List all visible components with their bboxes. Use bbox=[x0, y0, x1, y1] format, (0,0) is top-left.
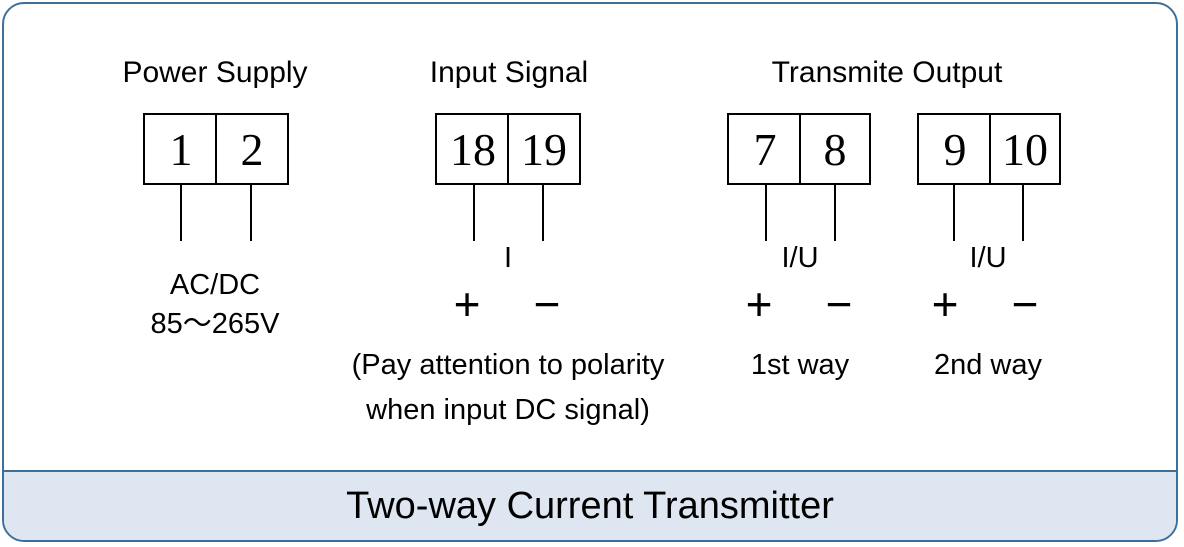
way1-plus-sign: + bbox=[745, 278, 773, 330]
way1-label: 1st way bbox=[750, 349, 850, 381]
input-note-line1: (Pay attention to polarity bbox=[351, 349, 665, 381]
footer-bar: Two-way Current Transmitter bbox=[4, 470, 1176, 540]
way1-type-label: I/U bbox=[781, 242, 819, 274]
input-signal-title: Input Signal bbox=[429, 56, 589, 89]
way2-label: 2nd way bbox=[933, 349, 1043, 381]
power-supply-spec: AC/DC 85～265V bbox=[151, 263, 280, 347]
power-spec-line2: 85～265V bbox=[150, 308, 280, 340]
terminal-1-lead bbox=[180, 185, 182, 241]
input-type-label: I bbox=[503, 242, 513, 274]
terminal-10-lead bbox=[1022, 185, 1024, 241]
terminal-9-lead bbox=[953, 185, 955, 241]
input-plus-sign: + bbox=[453, 278, 481, 330]
device-title: Two-way Current Transmitter bbox=[346, 484, 834, 527]
terminal-2-lead bbox=[250, 185, 252, 241]
power-supply-title: Power Supply bbox=[122, 56, 308, 89]
terminal-8-lead bbox=[834, 185, 836, 241]
terminal-7: 7 bbox=[727, 113, 803, 185]
terminal-7-lead bbox=[765, 185, 767, 241]
terminal-18: 18 bbox=[435, 113, 511, 185]
transmit-output-title: Transmite Output bbox=[771, 56, 1003, 89]
terminal-2: 2 bbox=[215, 113, 289, 185]
terminal-10: 10 bbox=[989, 113, 1061, 185]
terminal-19: 19 bbox=[507, 113, 581, 185]
terminal-8: 8 bbox=[799, 113, 871, 185]
power-spec-line1: AC/DC bbox=[169, 269, 261, 301]
way2-minus-sign: − bbox=[1011, 278, 1039, 330]
input-minus-sign: − bbox=[533, 278, 561, 330]
input-note-line2: when input DC signal) bbox=[366, 394, 650, 426]
terminal-19-lead bbox=[542, 185, 544, 241]
way2-type-label: I/U bbox=[969, 242, 1007, 274]
input-polarity-note: (Pay attention to polarity when input DC… bbox=[352, 343, 665, 433]
terminal-9: 9 bbox=[917, 113, 993, 185]
terminal-18-lead bbox=[473, 185, 475, 241]
way1-minus-sign: − bbox=[825, 278, 853, 330]
terminal-1: 1 bbox=[143, 113, 219, 185]
way2-plus-sign: + bbox=[931, 278, 959, 330]
